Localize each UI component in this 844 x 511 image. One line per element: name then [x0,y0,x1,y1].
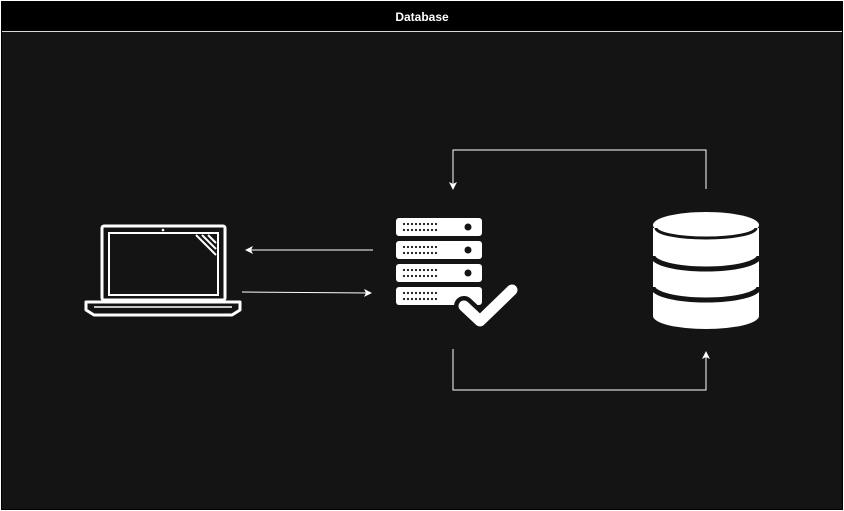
server-unit [396,241,482,259]
server-unit [396,218,482,236]
edge-laptop-to-server [241,288,372,297]
edge-database-to-server [449,149,707,190]
check-mark-icon [454,280,522,331]
laptop-icon [84,224,242,317]
edge-server-to-database [452,349,710,391]
diagram-title: Database [395,9,449,24]
server-unit [396,264,482,282]
title-bar: Database [2,2,842,32]
server-check-icon [396,218,522,331]
database-icon [650,212,762,329]
